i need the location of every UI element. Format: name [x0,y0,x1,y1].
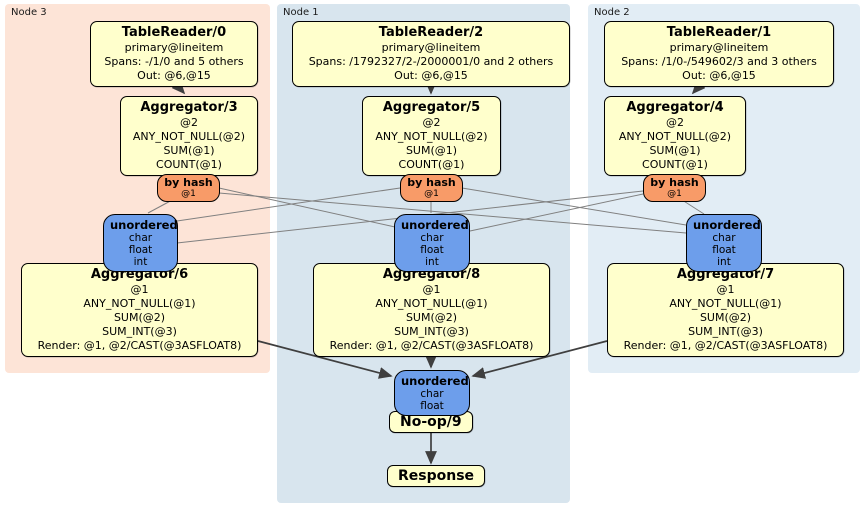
sync-line: int [425,256,439,268]
plan-node-aggregator-4: Aggregator/4 @2 ANY_NOT_NULL(@2) SUM(@1)… [604,96,746,176]
plan-node-title: TableReader/2 [378,25,484,40]
sync-line: int [133,256,148,268]
plan-node-line: ANY_NOT_NULL(@1) [83,297,196,310]
sync-line: char [420,232,444,244]
sync-title: unordered [110,218,178,232]
router-line: @1 [181,189,196,199]
plan-node-line: Render: @1, @2/CAST(@3ASFLOAT8) [37,339,242,352]
plan-node-line: primary@lineitem [124,41,224,54]
plan-node-line: Out: @6,@15 [137,69,211,82]
wire-router5-sync2 [461,187,687,226]
plan-node-line: @1 [130,283,149,296]
plan-node-line: SUM(@1) [649,144,701,157]
wire-router3-sync2 [218,192,687,234]
wire-router3-sync1 [218,187,396,228]
sync-unordered-node1: unordered char float int [394,214,470,272]
sync-unordered-final: unordered char float [394,370,470,416]
router-title: by hash [407,176,456,189]
plan-node-line: primary@lineitem [669,41,769,54]
wire-router4-sync1 [469,193,644,232]
plan-node-tablereader-0: TableReader/0 primary@lineitem Spans: -/… [90,21,258,87]
plan-node-aggregator-8: Aggregator/8 @1 ANY_NOT_NULL(@1) SUM(@2)… [313,263,550,357]
plan-node-aggregator-5: Aggregator/5 @2 ANY_NOT_NULL(@2) SUM(@1)… [362,96,501,176]
sync-line: float [712,244,736,256]
plan-node-line: ANY_NOT_NULL(@1) [669,297,782,310]
plan-node-tablereader-2: TableReader/2 primary@lineitem Spans: /1… [292,21,570,87]
plan-node-line: @2 [422,116,441,129]
plan-node-title: TableReader/1 [666,25,772,40]
sync-title: unordered [693,218,761,232]
sync-line: float [128,244,153,256]
plan-node-line: SUM(@2) [113,311,166,324]
plan-node-line: @2 [180,116,198,129]
plan-node-line: SUM_INT(@3) [394,325,469,338]
sync-line: char [128,232,153,244]
plan-node-line: Spans: /1/0-/549602/3 and 3 others [621,55,817,68]
plan-node-line: @2 [666,116,684,129]
sync-line: char [712,232,736,244]
plan-node-line: Spans: /1792327/2-/2000001/0 and 2 other… [308,55,554,68]
plan-node-line: Out: @6,@15 [394,69,468,82]
plan-node-line: SUM(@2) [405,311,458,324]
router-title: by hash [164,176,213,189]
plan-node-response: Response [387,465,486,487]
plan-node-line: primary@lineitem [381,41,481,54]
plan-node-aggregator-6: Aggregator/6 @1 ANY_NOT_NULL(@1) SUM(@2)… [21,263,258,357]
arrow-agg6-syncfinal [257,340,393,379]
region-label: Node 2 [594,7,630,18]
plan-node-line: SUM(@1) [405,144,458,157]
sync-line: int [717,256,731,268]
plan-node-aggregator-7: Aggregator/7 @1 ANY_NOT_NULL(@1) SUM(@2)… [607,263,844,357]
wire-router5-sync3 [176,187,401,222]
sync-title: unordered [401,374,469,388]
sync-unordered-node2: unordered char float int [686,214,762,272]
router-by-hash-node3: by hash @1 [157,174,220,202]
sync-line: float [420,244,444,256]
arrow-agg7-syncfinal [471,340,608,379]
plan-node-line: Render: @1, @2/CAST(@3ASFLOAT8) [329,339,534,352]
sync-line: char [420,388,444,400]
plan-node-title: Aggregator/3 [140,100,238,115]
router-by-hash-node1: by hash @1 [400,174,463,202]
plan-node-line: ANY_NOT_NULL(@1) [375,297,488,310]
plan-node-title: TableReader/0 [121,25,227,40]
plan-node-line: SUM_INT(@3) [102,325,177,338]
plan-node-title: Aggregator/5 [382,100,481,115]
plan-node-line: Out: @6,@15 [682,69,756,82]
region-label: Node 1 [283,7,319,18]
plan-node-aggregator-3: Aggregator/3 @2 ANY_NOT_NULL(@2) SUM(@1)… [120,96,258,176]
sync-line: float [420,400,444,412]
plan-node-line: Spans: -/1/0 and 5 others [104,55,244,68]
plan-node-line: ANY_NOT_NULL(@2) [132,130,246,143]
plan-node-line: @1 [716,283,735,296]
plan-node-line: ANY_NOT_NULL(@2) [375,130,488,143]
router-title: by hash [650,176,699,189]
sync-title: unordered [401,218,469,232]
plan-node-line: SUM_INT(@3) [688,325,763,338]
plan-node-line: SUM(@1) [163,144,215,157]
router-line: @1 [424,189,439,199]
router-line: @1 [667,189,682,199]
plan-node-tablereader-1: TableReader/1 primary@lineitem Spans: /1… [604,21,834,87]
router-by-hash-node2: by hash @1 [643,174,706,202]
plan-node-line: COUNT(@1) [156,158,222,171]
plan-node-line: Render: @1, @2/CAST(@3ASFLOAT8) [623,339,828,352]
plan-node-line: ANY_NOT_NULL(@2) [618,130,732,143]
sync-unordered-node3: unordered char float int [103,214,178,272]
region-label: Node 3 [11,7,47,18]
plan-node-line: COUNT(@1) [398,158,465,171]
plan-node-line: COUNT(@1) [642,158,708,171]
plan-node-line: @1 [422,283,441,296]
plan-node-line: SUM(@2) [699,311,752,324]
plan-node-title: Aggregator/4 [626,100,724,115]
